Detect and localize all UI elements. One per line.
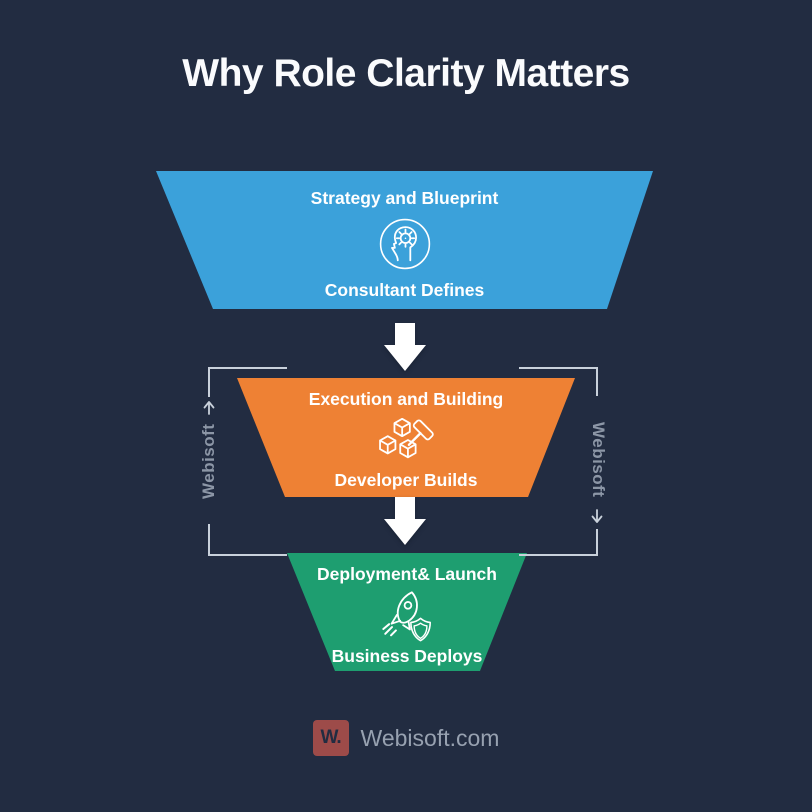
stage-sublabel: Developer Builds (334, 470, 478, 490)
head-gear-icon (378, 217, 432, 271)
footer-brand-row: W. Webisoft.com (0, 720, 812, 756)
down-arrow-icon (384, 323, 426, 371)
stage-label: Strategy and Blueprint (310, 188, 499, 208)
side-label-left: Webisoft (199, 423, 218, 499)
cubes-hammer-icon (376, 415, 436, 465)
webisoft-logo-icon: W. (312, 720, 349, 756)
footer-brand-text: Webisoft.com (360, 724, 500, 751)
stage-label: Execution and Building (308, 389, 504, 409)
stage-sublabel: Consultant Defines (324, 280, 485, 300)
funnel-stage-deployment: Deployment& Launch Business Deploys (287, 553, 527, 671)
rocket-shield-icon (376, 586, 438, 644)
down-arrow-icon (384, 497, 426, 545)
page-title: Why Role Clarity Matters (182, 52, 630, 95)
funnel-stage-strategy: Strategy and Blueprint Consultant Define… (156, 171, 653, 309)
stage-label: Deployment& Launch (317, 564, 497, 584)
funnel-stage-execution: Execution and Building Developer Builds (237, 378, 575, 497)
stage-sublabel: Business Deploys (331, 646, 483, 666)
side-label-right: Webisoft (589, 422, 608, 498)
